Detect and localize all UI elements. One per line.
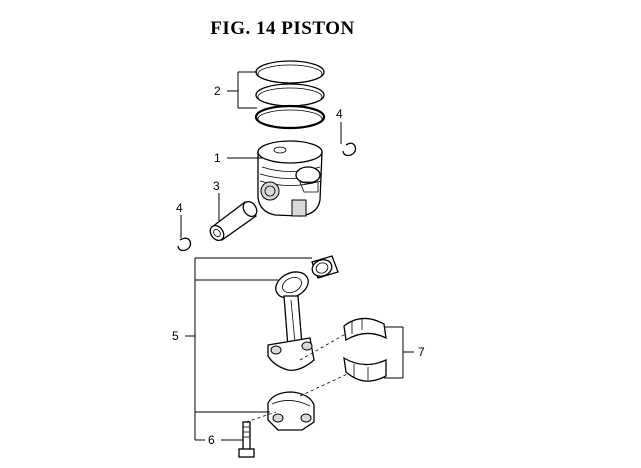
- callout-label-rod-bolt: 6: [208, 433, 215, 447]
- callout-label-snap-ring-right: 4: [336, 107, 343, 121]
- callout-rod-bearing: 7: [384, 326, 425, 379]
- callout-rod-bolt: 6: [195, 433, 243, 447]
- figure-title: FIG. 14 PISTON: [210, 18, 355, 39]
- callout-label-ring-set: 2: [214, 84, 221, 98]
- assembly-guide-lines: [245, 327, 357, 423]
- piston-ring-set: [254, 60, 326, 130]
- piston-ring-bottom: [254, 104, 326, 130]
- piston-ring-top: [255, 60, 325, 84]
- callout-ring-set: 2: [214, 71, 257, 109]
- callout-label-rod-bearing: 7: [418, 345, 425, 359]
- callout-label-piston: 1: [214, 151, 221, 165]
- callout-piston: 1: [214, 151, 262, 165]
- snap-ring-right: [342, 142, 357, 157]
- connecting-rod: [267, 271, 315, 371]
- rod-bearing-lower: [343, 356, 387, 382]
- piston-pin: [209, 200, 258, 242]
- callout-snap-ring-left: 4: [176, 201, 183, 238]
- piston-ring-middle: [255, 83, 325, 107]
- callout-piston-pin: 3: [213, 179, 220, 222]
- callout-label-connecting-rod-assembly: 5: [172, 329, 179, 343]
- snap-ring-left: [177, 237, 192, 252]
- rod-cap: [267, 391, 315, 431]
- callout-snap-ring-right: 4: [336, 107, 343, 144]
- small-end-bushing: [311, 255, 339, 279]
- callout-label-piston-pin: 3: [213, 179, 220, 193]
- callout-connecting-rod-assembly: 5: [172, 257, 312, 440]
- rod-bearing-upper: [343, 317, 387, 342]
- piston: [257, 140, 323, 217]
- callout-label-snap-ring-left: 4: [176, 201, 183, 215]
